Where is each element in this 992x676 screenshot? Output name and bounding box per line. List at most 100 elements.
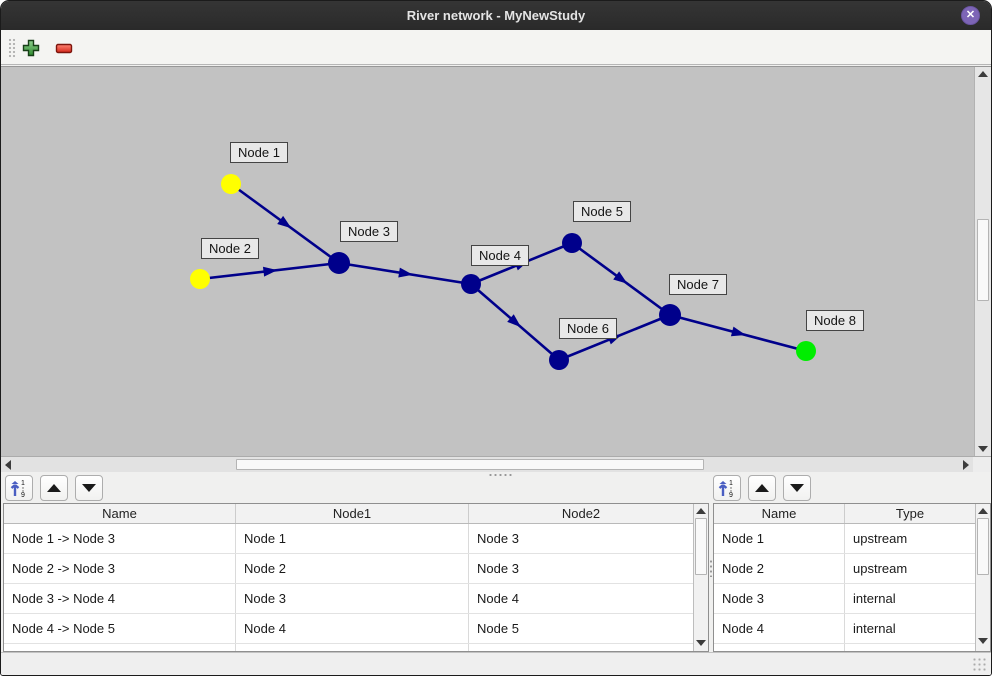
table-cell[interactable]: Node 3 <box>477 531 519 546</box>
down-arrow-icon <box>790 484 804 492</box>
table-cell[interactable] <box>845 644 975 651</box>
table-cell[interactable]: Node 3 <box>714 584 845 613</box>
table-cell[interactable]: Node 4 <box>477 591 519 606</box>
scroll-up-icon[interactable] <box>696 508 706 514</box>
scroll-down-icon[interactable] <box>696 640 706 646</box>
node-label[interactable]: Node 1 <box>230 142 288 163</box>
node-circle[interactable] <box>659 304 681 326</box>
table-cell[interactable]: Node 5 <box>477 621 519 636</box>
scroll-left-icon[interactable] <box>5 460 11 470</box>
table-cell[interactable]: Node 1 <box>236 524 469 553</box>
status-bar <box>1 652 991 675</box>
close-icon[interactable]: ✕ <box>961 6 980 25</box>
remove-node-button[interactable] <box>53 37 75 59</box>
table-cell[interactable]: Node 2 -> Node 3 <box>4 554 236 583</box>
column-header[interactable]: Type <box>895 506 925 521</box>
down-arrow-icon <box>82 484 96 492</box>
panel-splitter-handle[interactable] <box>488 473 513 477</box>
scroll-down-icon[interactable] <box>978 446 988 452</box>
node-circle[interactable] <box>190 269 210 289</box>
table-row[interactable]: Node 1 upstream <box>714 524 975 554</box>
column-header[interactable]: Node1 <box>236 504 469 523</box>
branch-sort-button[interactable]: 1 9 <box>5 475 33 501</box>
canvas-horizontal-scrollbar[interactable] <box>1 456 991 472</box>
river-network-canvas[interactable]: Node 1 Node 2 Node 3 Node 4 Node 5 Node 6 Node… <box>1 66 991 456</box>
table-cell[interactable]: Node 2 <box>714 554 845 583</box>
node-circle[interactable] <box>328 252 350 274</box>
table-cell[interactable]: internal <box>853 591 896 606</box>
table-cell[interactable]: Node 3 <box>236 584 469 613</box>
table-cell[interactable]: upstream <box>853 531 908 546</box>
node-move-down-button[interactable] <box>783 475 811 501</box>
node-scroll-thumb[interactable] <box>977 518 989 575</box>
svg-text:9: 9 <box>21 492 25 498</box>
table-cell[interactable]: Node 1 <box>714 524 845 553</box>
table-cell[interactable] <box>469 644 693 651</box>
scroll-down-icon[interactable] <box>978 638 988 644</box>
branch-move-down-button[interactable] <box>75 475 103 501</box>
node-circle[interactable] <box>461 274 481 294</box>
table-cell[interactable] <box>714 644 845 651</box>
up-arrow-icon <box>755 484 769 492</box>
node-label[interactable]: Node 5 <box>573 201 631 222</box>
node-label[interactable]: Node 6 <box>559 318 617 339</box>
node-sort-button[interactable]: 1 9 <box>713 475 741 501</box>
sort-ascending-icon: 1 9 <box>10 480 25 498</box>
table-row[interactable]: Node 4 internal <box>714 614 975 644</box>
table-cell[interactable]: Node 4 <box>714 614 845 643</box>
table-cell[interactable]: Node 3 <box>477 561 519 576</box>
scroll-up-icon[interactable] <box>978 508 988 514</box>
table-row[interactable]: Node 2 upstream <box>714 554 975 584</box>
table-cell[interactable]: Node 4 -> Node 5 <box>4 614 236 643</box>
column-header[interactable]: Node2 <box>561 506 601 521</box>
node-move-up-button[interactable] <box>748 475 776 501</box>
canvas-vertical-scrollbar[interactable] <box>974 67 991 456</box>
node-label[interactable]: Node 3 <box>340 221 398 242</box>
horizontal-scroll-thumb[interactable] <box>236 459 704 470</box>
branch-move-up-button[interactable] <box>40 475 68 501</box>
scroll-right-icon[interactable] <box>963 460 969 470</box>
toolbar-grip-handle[interactable] <box>8 38 16 58</box>
column-header[interactable]: Name <box>4 504 236 523</box>
node-circle[interactable] <box>796 341 816 361</box>
scrollbar-corner <box>973 456 991 472</box>
node-label[interactable]: Node 7 <box>669 274 727 295</box>
table-cell[interactable]: Node 2 <box>236 554 469 583</box>
window-resize-grip[interactable] <box>972 657 987 672</box>
branch-scroll-thumb[interactable] <box>695 518 707 575</box>
node-circle[interactable] <box>549 350 569 370</box>
table-row[interactable]: Node 3 internal <box>714 584 975 614</box>
vertical-scroll-thumb[interactable] <box>977 219 989 301</box>
table-cell[interactable] <box>4 644 236 651</box>
table-cell[interactable]: internal <box>853 621 896 636</box>
node-table-scrollbar[interactable] <box>975 504 990 651</box>
node-label[interactable]: Node 4 <box>471 245 529 266</box>
add-node-button[interactable] <box>20 37 42 59</box>
table-splitter-handle[interactable] <box>709 559 713 577</box>
flow-direction-arrow-icon <box>613 271 628 284</box>
table-cell[interactable]: upstream <box>853 561 908 576</box>
table-cell[interactable]: Node 3 -> Node 4 <box>4 584 236 613</box>
table-cell[interactable]: Node 4 <box>236 614 469 643</box>
flow-direction-arrow-icon <box>507 314 522 328</box>
branch-table-scrollbar[interactable] <box>693 504 708 651</box>
column-header[interactable]: Name <box>714 504 845 523</box>
table-row[interactable] <box>4 644 693 651</box>
flow-direction-arrow-icon <box>277 215 292 229</box>
table-row[interactable] <box>714 644 975 651</box>
node-circle[interactable] <box>562 233 582 253</box>
node-circle[interactable] <box>221 174 241 194</box>
flow-direction-arrow-icon <box>398 267 413 278</box>
scroll-up-icon[interactable] <box>978 71 988 77</box>
node-label[interactable]: Node 8 <box>806 310 864 331</box>
table-cell[interactable]: Node 1 -> Node 3 <box>4 524 236 553</box>
node-label[interactable]: Node 2 <box>201 238 259 259</box>
table-cell[interactable] <box>236 644 469 651</box>
